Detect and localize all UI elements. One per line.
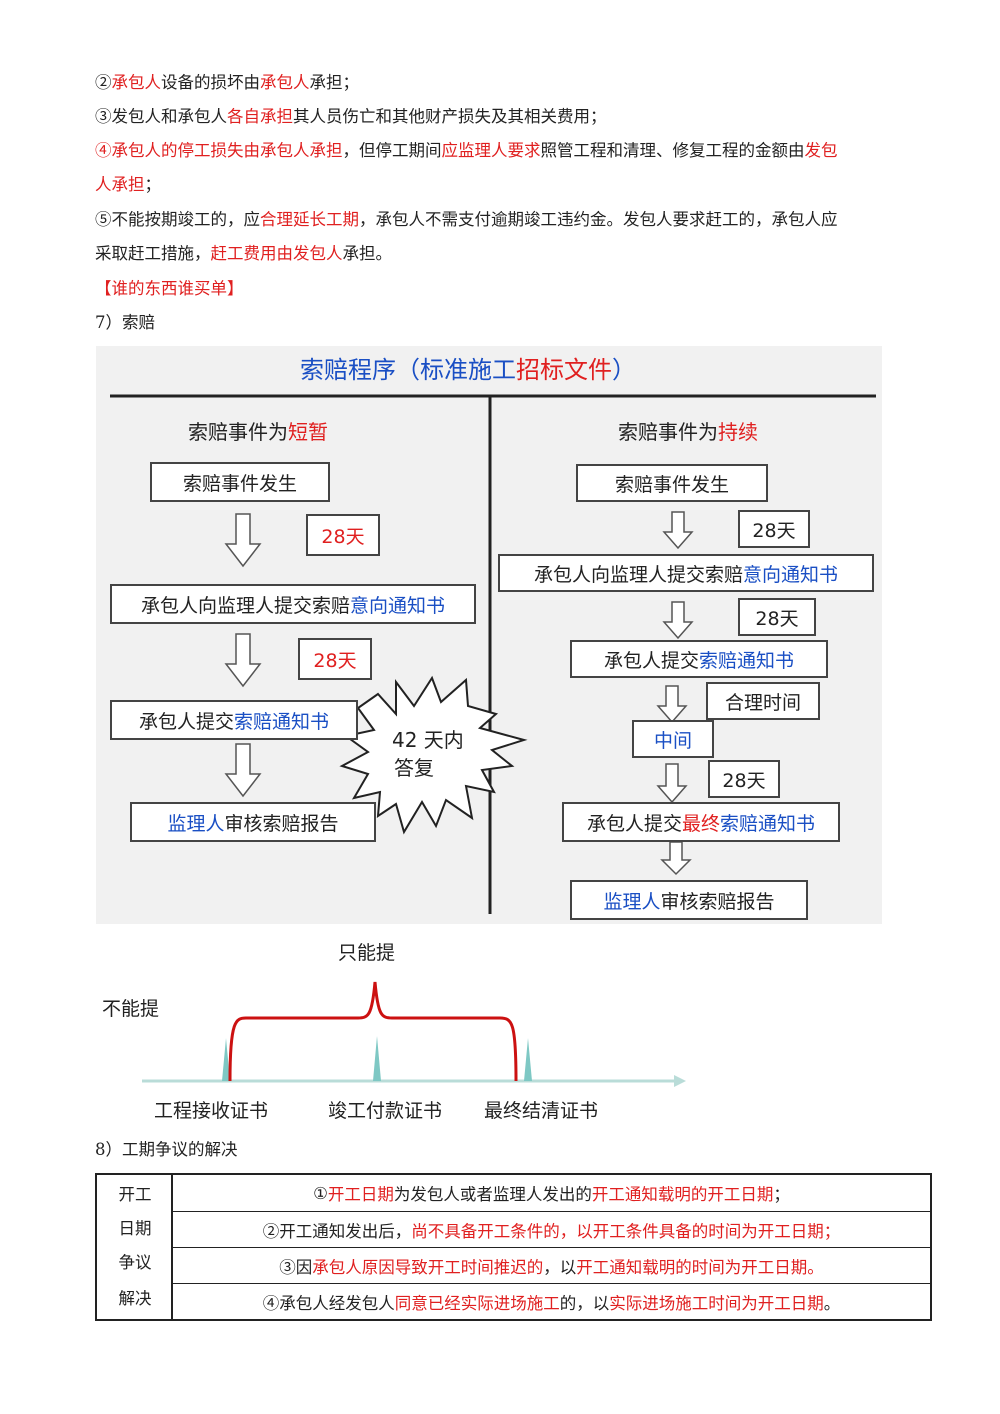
left-box-intent: 承包人向监理人提交索赔意向通知书	[110, 584, 476, 624]
bracket-red	[228, 981, 518, 1082]
right-box-review: 监理人审核索赔报告	[570, 880, 808, 920]
timeline-graphic	[142, 981, 686, 1087]
right-days-3: 28天	[708, 760, 780, 798]
clause-4-red-2: 应监理人要求	[441, 141, 541, 160]
clause-2-red-1: 承包人	[111, 73, 162, 92]
clause-2-end: 承担；	[309, 73, 360, 92]
clause-3-red: 各自承担	[227, 107, 293, 126]
burst-text-1: 42 天内	[392, 728, 464, 752]
table-left-line: 解决	[118, 1289, 152, 1308]
table-row: ④承包人经发包人同意已经实际进场施工的，以实际进场施工时间为开工日期。	[173, 1283, 930, 1319]
clause-5-red-2: 赶工费用由发包人	[210, 244, 343, 263]
left-header: 索赔事件为短暂	[188, 420, 328, 444]
table-row-segment: 开工通知载明的时间为开工日期。	[576, 1257, 824, 1277]
right-box-intent: 承包人向监理人提交索赔意向通知书	[498, 554, 874, 592]
section-7-heading: 7）索赔	[95, 313, 155, 332]
table-row: ③因承包人原因导致开工时间推迟的，以开工通知载明的时间为开工日期。	[173, 1247, 930, 1283]
table-row-segment: 为发包人或者监理人发出的	[393, 1185, 592, 1204]
table-left-line: 日期	[118, 1219, 152, 1238]
left-box-claim: 承包人提交索赔通知书	[110, 700, 358, 740]
table-row-segment: 同意已经实际进场施工	[394, 1293, 560, 1313]
table-left-cell: 开工 日期 争议 解决	[97, 1175, 173, 1319]
table-row-segment: 。	[823, 1293, 841, 1313]
clause-4-red-1: ④承包人的停工损失由承包人承担	[95, 141, 343, 160]
left-box-event: 索赔事件发生	[150, 462, 330, 502]
table-row-segment: ②开工通知发出后，	[262, 1221, 412, 1241]
right-box-claim: 承包人提交索赔通知书	[570, 640, 828, 678]
timeline-label-1: 工程接收证书	[154, 1100, 269, 1122]
left-box-review: 监理人审核索赔报告	[130, 802, 376, 842]
clause-5-red-1: 合理延长工期	[260, 210, 359, 229]
clause-5-end: 承担。	[342, 244, 393, 263]
clause-5-text-2: ，承包人不需支付逾期竣工违约金。发包人要求赶工的，承包人应	[359, 210, 838, 229]
right-days-2: 28天	[738, 598, 816, 636]
table-row-segment: 开工日期	[327, 1185, 394, 1204]
table-row-segment: ③因	[279, 1257, 313, 1277]
cannot-label: 不能提	[102, 998, 160, 1020]
left-days-2: 28天	[298, 638, 372, 680]
right-header: 索赔事件为持续	[618, 420, 758, 444]
claim-procedure-flowchart: 索赔程序（标准施工招标文件） 索赔事件为短暂 索赔事件发生 28天 承包人向监理…	[96, 346, 882, 924]
table-left-line: 争议	[118, 1253, 152, 1272]
clause-4-text-2: 照管工程和清理、修复工程的金额由	[540, 141, 805, 160]
clause-2-num: ②	[95, 73, 112, 92]
timeline-peaks	[222, 1036, 532, 1081]
only-can-label: 只能提	[338, 942, 396, 964]
table-row-segment: 实际进场施工时间为开工日期	[609, 1293, 824, 1313]
clause-2: ②承包人设备的损坏由承包人承担；	[95, 66, 925, 100]
table-row-segment: ④承包人经发包人	[262, 1293, 395, 1313]
right-reasonable-time: 合理时间	[706, 682, 820, 720]
left-days-1: 28天	[306, 514, 380, 556]
clause-2-text: 设备的损坏由	[161, 73, 260, 92]
table-left-line: 开工	[118, 1185, 152, 1204]
arrow-icons	[224, 511, 694, 876]
flowchart-lines	[110, 394, 876, 914]
clause-3-text-2: 其人员伤亡和其他财产损失及其相关费用；	[293, 107, 607, 126]
timeline-label-3: 最终结清证书	[484, 1100, 599, 1122]
table-row-segment: ，以	[543, 1257, 577, 1277]
table-row-segment: ；	[773, 1185, 790, 1204]
clause-5: ⑤不能按期竣工的，应合理延长工期，承包人不需支付逾期竣工违约金。发包人要求赶工的…	[95, 203, 925, 271]
clause-4-red-4: 人承担	[95, 175, 145, 194]
table-row-segment: 的，以	[559, 1293, 610, 1313]
table-row: ②开工通知发出后，尚不具备开工条件的，以开工条件具备的时间为开工日期；	[173, 1211, 930, 1247]
clause-4-end: ；	[144, 175, 162, 194]
clause-5-text-3: 采取赶工措施，	[95, 244, 211, 263]
clause-3-text-1: ③发包人和承包人	[95, 107, 227, 126]
burst-text-2: 答复	[394, 756, 434, 780]
table-row-segment: 开工通知载明的开工日期	[591, 1185, 774, 1204]
flowchart-title: 索赔程序（标准施工招标文件）	[300, 356, 636, 384]
table-row-segment: 尚不具备开工条件的，以开工条件具备的时间为开工日期；	[411, 1221, 841, 1241]
burst-shape	[339, 675, 528, 835]
table-row-segment: 承包人原因导致开工时间推迟的	[312, 1257, 544, 1277]
clause-5-text-1: ⑤不能按期竣工的，应	[95, 210, 260, 229]
timeline-label-2: 竣工付款证书	[328, 1100, 443, 1122]
right-days-1: 28天	[738, 510, 810, 548]
clause-3: ③发包人和承包人各自承担其人员伤亡和其他财产损失及其相关费用；	[95, 100, 925, 134]
motto: 【谁的东西谁买单】	[95, 279, 244, 298]
right-box-event: 索赔事件发生	[576, 464, 768, 502]
clause-4-red-3: 发包	[804, 141, 838, 160]
right-box-final-claim: 承包人提交最终索赔通知书	[562, 802, 840, 842]
clause-4-text-1: ，但停工期间	[342, 141, 442, 160]
claim-timeline: 只能提 不能提 工程接收证书 竣工付款证书 最终结清证书	[96, 930, 736, 1130]
right-middle: 中间	[632, 720, 714, 758]
table-row-segment: ①	[313, 1183, 328, 1203]
section-8-heading: 8）工期争议的解决	[95, 1140, 238, 1159]
clause-4: ④承包人的停工损失由承包人承担，但停工期间应监理人要求照管工程和清理、修复工程的…	[95, 134, 925, 202]
clause-2-red-2: 承包人	[260, 73, 310, 92]
